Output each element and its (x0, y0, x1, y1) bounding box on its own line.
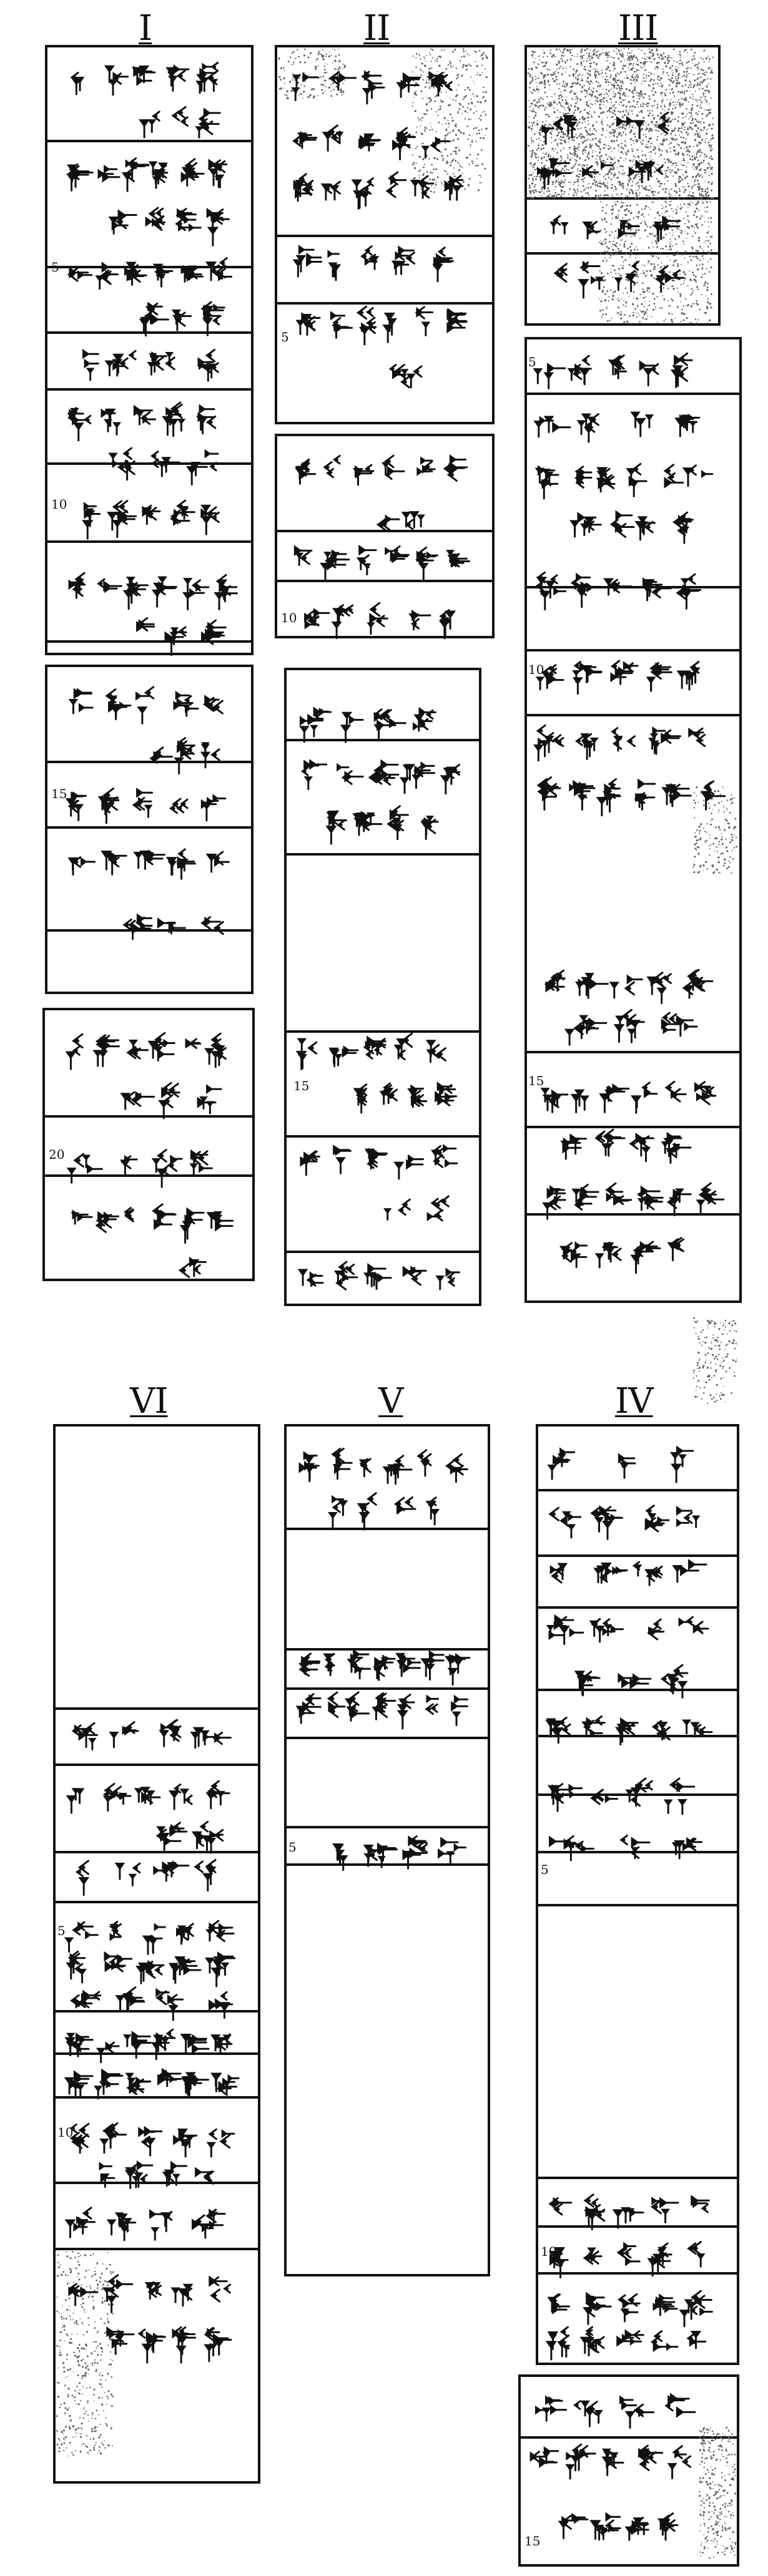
wedge-head (173, 64, 180, 74)
line-number: 15 (293, 1078, 310, 1093)
column-label-VI: VI (130, 1381, 169, 1422)
column-label-IV: IV (615, 1381, 654, 1422)
wedge-head (200, 77, 209, 84)
line-number: 5 (281, 329, 289, 344)
line-number: 10 (57, 2125, 74, 2140)
wedge-head (168, 76, 178, 83)
wedge-head (104, 65, 115, 73)
line-number: 15 (51, 786, 67, 801)
line-number: 5 (57, 1923, 66, 1938)
line-number: 15 (528, 1073, 544, 1088)
wedge-head (165, 67, 177, 76)
wedge-head (133, 66, 142, 77)
line-number: 5 (528, 354, 536, 369)
column-I-upper-fragment (45, 45, 254, 655)
column-label-I: I (139, 8, 152, 49)
wedge-head (176, 72, 182, 80)
wedge-head (195, 80, 204, 87)
wedge-head (107, 79, 118, 87)
line-number: 20 (49, 1147, 65, 1162)
column-II-upper-fragment (275, 45, 495, 424)
line-number: 15 (524, 2534, 541, 2549)
line-number: 5 (51, 260, 59, 275)
line-number: 5 (541, 1862, 549, 1877)
column-VI-fragment (53, 1424, 260, 2484)
wedge-head (137, 76, 144, 85)
column-label-III: III (618, 8, 658, 49)
wedge-head (139, 66, 149, 74)
column-label-V: V (378, 1381, 403, 1422)
line-number: 5 (288, 1840, 297, 1855)
column-label-II: II (363, 8, 390, 49)
wedge-head (71, 77, 82, 85)
wedge-head (167, 71, 177, 78)
wedge-head (112, 72, 120, 82)
line-number: 10 (51, 497, 67, 512)
line-number: 10 (281, 610, 297, 625)
column-I-middle-fragment (45, 665, 254, 994)
line-number: 10 (528, 662, 544, 677)
column-IV-upper-fragment (536, 1424, 739, 2365)
